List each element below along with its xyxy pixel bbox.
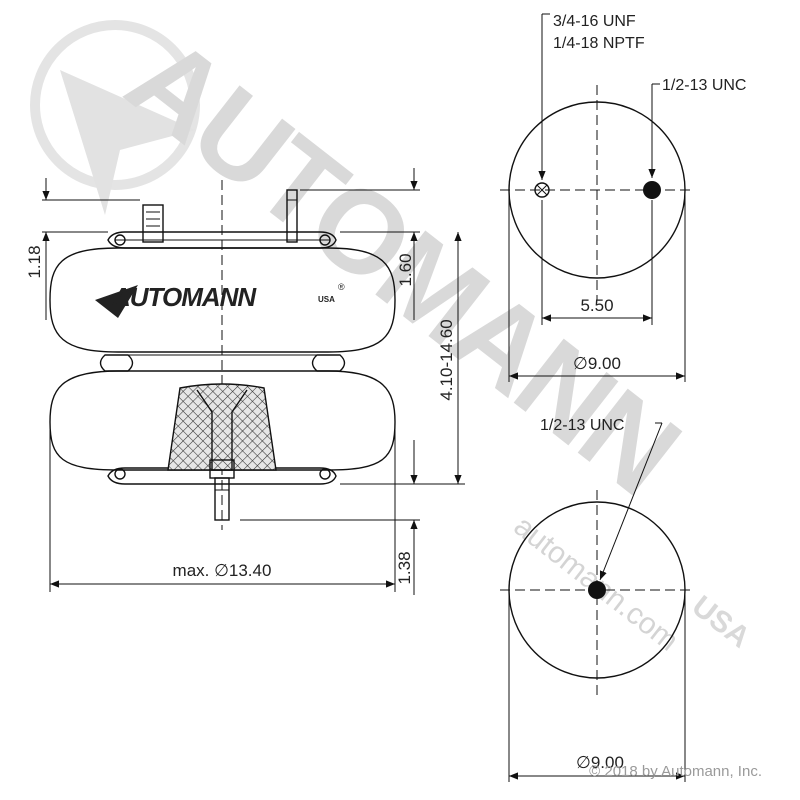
side-view: AUTOMANN USA ® 1.18 1.60 4.10-14.60 1.38…: [25, 168, 465, 595]
air-port-icon: [534, 182, 550, 198]
watermark-logo-arrow: [60, 70, 195, 215]
dim-top-diameter: ∅9.00: [573, 354, 621, 373]
top-stud: [286, 189, 298, 243]
watermark-logo-circle: [30, 20, 200, 190]
bottom-view: 1/2-13 UNC ∅9.00: [500, 417, 695, 782]
logo-text: AUTOMANN: [111, 282, 257, 312]
automann-logo: AUTOMANN USA ®: [95, 282, 345, 318]
watermark-suffix: USA: [686, 590, 756, 655]
bottom-stud: [214, 477, 230, 521]
dim-max-diameter: max. ∅13.40: [173, 561, 272, 580]
dim-bottom-stud: 1.38: [395, 551, 414, 584]
dim-overall-height: 4.10-14.60: [437, 319, 456, 400]
bottom-stud-hole-icon: [588, 581, 606, 599]
callout-ports-line1: 3/4-16 UNF: [553, 13, 636, 30]
upper-bellow: [49, 247, 396, 353]
callout-ports-line2: 1/4-18 NPTF: [553, 35, 645, 52]
rubber-bumper: [167, 383, 277, 471]
air-fitting: [142, 204, 164, 243]
logo-suffix: USA: [318, 295, 335, 304]
callout-top-stud: 1/2-13 UNC: [662, 77, 746, 94]
copyright-text: © 2018 by Automann, Inc.: [589, 763, 762, 780]
stud-hole-icon: [643, 181, 661, 199]
logo-registered-mark: ®: [338, 282, 345, 292]
top-view: 3/4-16 UNF 1/4-18 NPTF 1/2-13 UNC 5.50 ∅…: [500, 13, 746, 382]
dim-top-right: 1.60: [396, 253, 415, 286]
callout-bottom-stud: 1/2-13 UNC: [540, 417, 624, 434]
dim-bottom-diameter: ∅9.00: [576, 753, 624, 772]
dim-top-height: 1.18: [25, 245, 44, 278]
logo-arrow-icon: [95, 285, 138, 318]
dim-hole-spacing: 5.50: [580, 296, 613, 315]
